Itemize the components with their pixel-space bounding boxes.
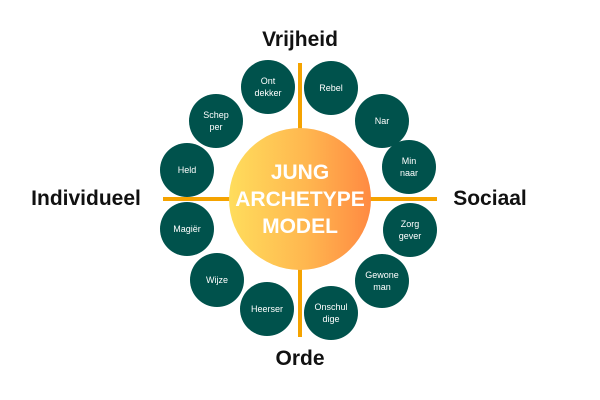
archetype-zorggever: Zorg gever (383, 203, 437, 257)
axis-label-right: Sociaal (453, 187, 527, 210)
title-line: MODEL (262, 214, 338, 238)
axis-label-top: Vrijheid (262, 28, 338, 51)
axis-label-bottom: Orde (275, 347, 325, 370)
title-line: ARCHETYPE (235, 187, 365, 211)
archetype-wijze: Wijze (190, 253, 244, 307)
axis-label-left: Individueel (31, 187, 141, 210)
archetype-heerser: Heerser (240, 282, 294, 336)
center-title-circle: JUNG ARCHETYPE MODEL (229, 128, 371, 270)
archetype-held: Held (160, 143, 214, 197)
title-line: JUNG (270, 160, 330, 184)
archetype-gewone-man: Gewone man (355, 254, 409, 308)
archetype-magier: Magiër (160, 202, 214, 256)
archetype-nar: Nar (355, 94, 409, 148)
archetype-rebel: Rebel (304, 61, 358, 115)
archetype-onschuldige: Onschul dige (304, 286, 358, 340)
archetype-schepper: Schep per (189, 94, 243, 148)
archetype-minnaar: Min naar (382, 140, 436, 194)
archetype-ontdekker: Ont dekker (241, 60, 295, 114)
